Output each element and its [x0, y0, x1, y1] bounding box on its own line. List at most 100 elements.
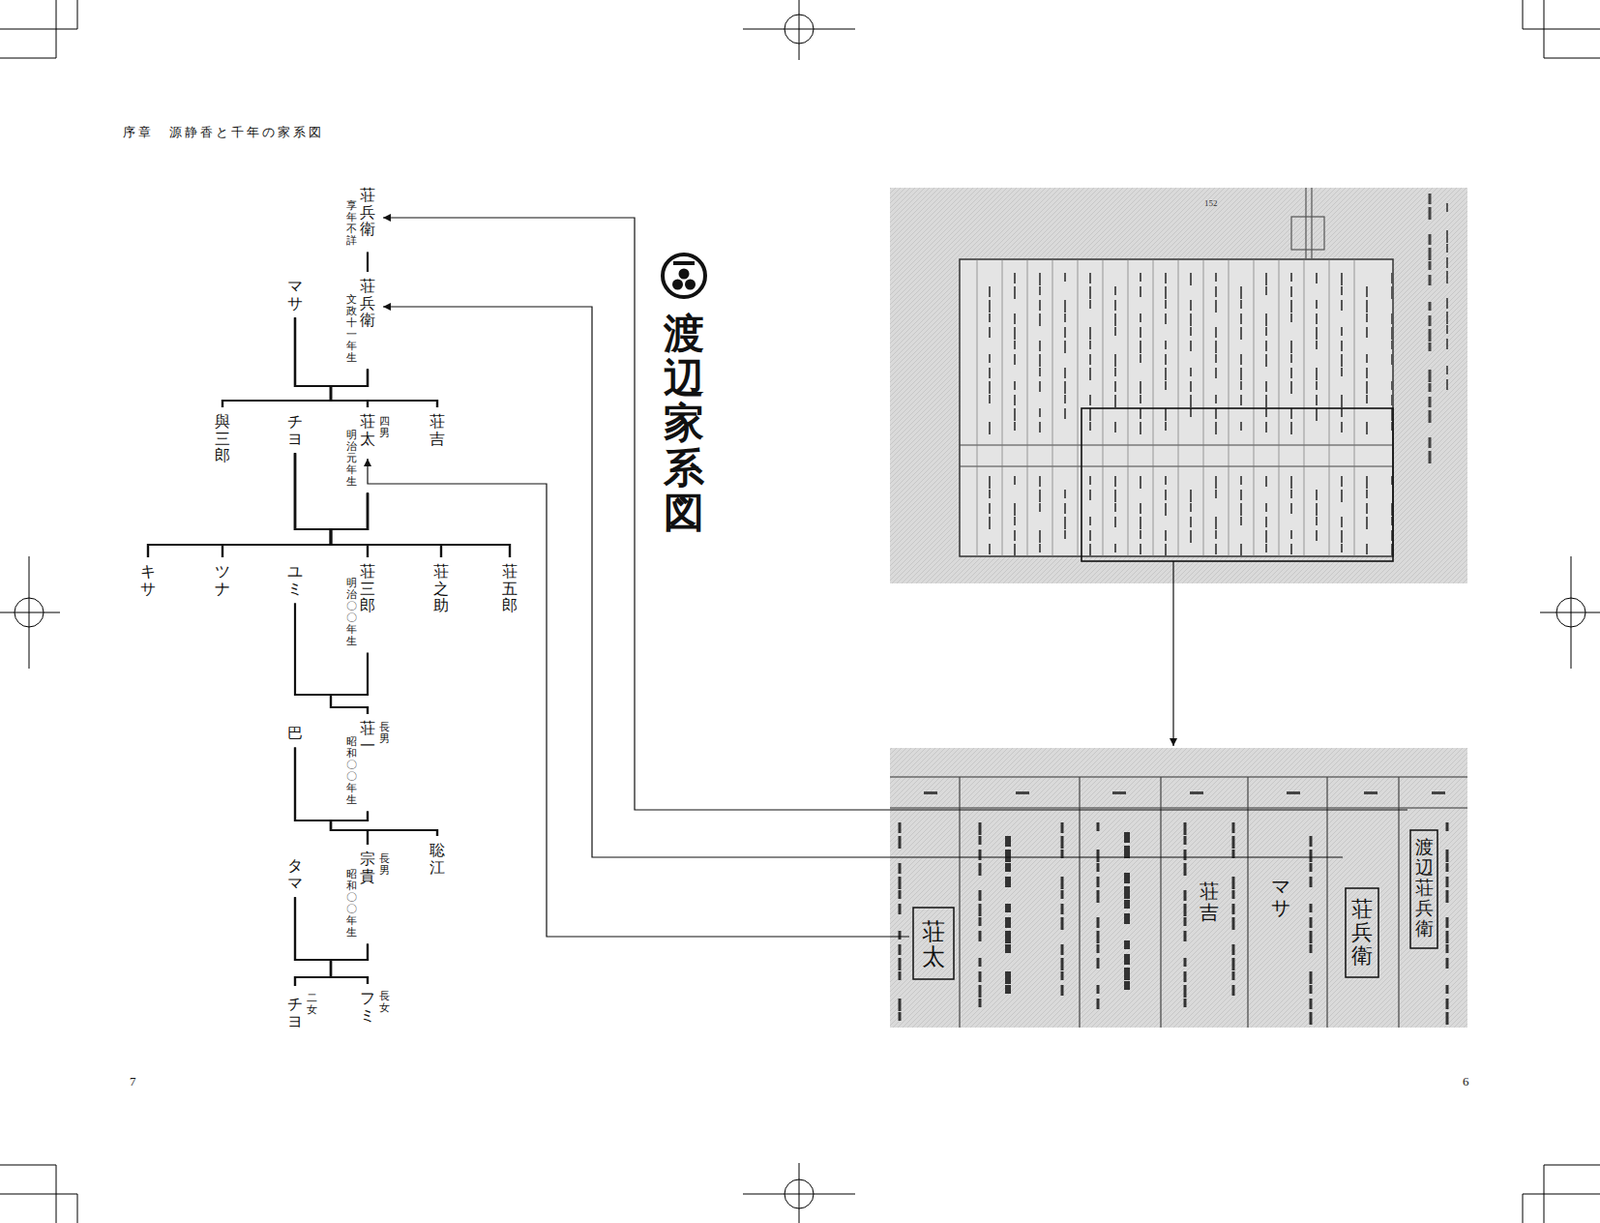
- handwriting-stroke: [1214, 475, 1217, 489]
- handwriting-stroke: [1214, 299, 1217, 313]
- crop-mark: [1522, 0, 1600, 59]
- member-note: 昭和〇〇年生: [346, 867, 357, 939]
- name-box: [1410, 829, 1438, 949]
- handwriting-stroke: [898, 903, 902, 915]
- zoom-frame: [1081, 408, 1393, 562]
- handwriting-stroke: [1240, 421, 1243, 431]
- handwriting-stroke: [1428, 274, 1432, 286]
- handwriting-stroke: [1164, 299, 1167, 309]
- handwriting-stroke: [1112, 791, 1126, 795]
- handwriting-stroke: [978, 822, 982, 835]
- lineage-line: [330, 652, 368, 714]
- diagram-title: 渡辺家系図: [663, 311, 705, 535]
- handwriting-stroke: [1340, 367, 1343, 377]
- handwriting-stroke: [1232, 822, 1236, 833]
- lineage-line: [295, 602, 368, 714]
- family-member: チヨ二女: [287, 991, 318, 1030]
- page-number: 6: [1462, 1073, 1470, 1090]
- handwriting-stroke: [1446, 930, 1450, 944]
- handwriting-stroke: [1363, 791, 1378, 795]
- handwriting-stroke: [1428, 383, 1432, 392]
- handwriting-stroke: [1038, 354, 1041, 367]
- handwriting-stroke: [1061, 876, 1065, 889]
- handwriting-stroke: [1096, 984, 1100, 994]
- handwriting-stroke: [1189, 791, 1204, 795]
- register-column: [977, 259, 978, 557]
- handwriting-stroke: [1139, 516, 1142, 530]
- lineage-line: [295, 944, 368, 986]
- handwriting-stroke: [1038, 530, 1041, 543]
- handwriting-stroke: [1240, 475, 1243, 485]
- handwriting-stroke: [1061, 971, 1065, 980]
- register-column: [1027, 259, 1029, 557]
- handwriting-stroke: [1064, 299, 1067, 313]
- register-page-number: 152: [1204, 198, 1218, 208]
- handwriting-stroke: [1139, 286, 1142, 297]
- member-name: 荘兵衛: [359, 186, 376, 238]
- handwriting-stroke: [1290, 313, 1293, 323]
- handwriting-stroke: [1290, 543, 1293, 555]
- handwriting-stroke: [988, 503, 991, 514]
- handwriting-stroke: [1114, 326, 1117, 336]
- handwriting-stroke: [1061, 944, 1065, 955]
- handwriting-stroke: [1309, 849, 1313, 862]
- handwriting-stroke: [1446, 365, 1449, 375]
- handwriting-stroke: [1340, 421, 1343, 433]
- handwriting-stroke: [1189, 408, 1192, 417]
- handwriting-stroke: [1214, 516, 1217, 530]
- member-name: チヨ: [287, 995, 303, 1030]
- handwriting-stroke: [1189, 299, 1192, 311]
- handwriting-stroke: [1365, 489, 1368, 499]
- registration-mark: [1540, 556, 1600, 669]
- handwriting-stroke: [1214, 489, 1217, 499]
- handwriting-stroke: [1005, 876, 1011, 888]
- handwriting-stroke: [1340, 475, 1343, 487]
- crop-mark: [0, 0, 78, 59]
- handwriting-stroke: [1124, 872, 1130, 884]
- handwriting-stroke: [978, 835, 982, 845]
- family-member: 荘之助: [433, 562, 449, 615]
- handwriting-stroke: [1139, 354, 1142, 363]
- handwriting-stroke: [1013, 286, 1016, 299]
- handwriting-stroke: [1013, 503, 1016, 516]
- lineage-line: [330, 811, 368, 845]
- handwriting-stroke: [988, 381, 991, 394]
- handwriting-stroke: [1013, 394, 1016, 406]
- handwriting-stroke: [1124, 967, 1130, 980]
- handwriting-stroke: [1391, 313, 1393, 325]
- handwriting-stroke: [1365, 313, 1368, 323]
- handwriting-stroke: [1446, 311, 1449, 325]
- handwriting-stroke: [1189, 516, 1192, 528]
- handwriting-stroke: [1038, 475, 1041, 487]
- handwriting-stroke: [1089, 530, 1092, 541]
- handwriting-stroke: [1184, 998, 1187, 1008]
- lineage-line: [148, 452, 331, 558]
- handwriting-stroke: [1038, 367, 1041, 377]
- handwriting-stroke: [1446, 270, 1449, 284]
- handwriting-stroke: [1096, 917, 1100, 928]
- name-box: [1345, 888, 1379, 978]
- member-name: 荘五郎: [502, 562, 518, 615]
- handwriting-stroke: [1265, 475, 1268, 487]
- handwriting-stroke: [1309, 917, 1313, 928]
- handwriting-stroke: [1265, 326, 1268, 336]
- lineage-line: [295, 452, 510, 558]
- register-rule: [959, 444, 1393, 467]
- handwriting-stroke: [1184, 917, 1187, 926]
- handwriting-stroke: [1124, 831, 1130, 843]
- handwriting-stroke: [1013, 543, 1016, 557]
- handwriting-stroke: [1214, 272, 1217, 282]
- handwriting-stroke: [988, 421, 991, 435]
- member-note: 明治元年生: [346, 428, 357, 487]
- handwriting-stroke: [1139, 543, 1142, 555]
- member-name: 荘一: [359, 719, 376, 754]
- handwriting-stroke: [898, 876, 902, 889]
- handwriting-stroke: [1232, 876, 1236, 889]
- handwriting-stroke: [1096, 876, 1100, 888]
- lineage-line: [295, 747, 438, 836]
- family-member: 與三郎: [214, 413, 231, 465]
- handwriting-stroke: [1428, 234, 1432, 245]
- family-member: 巴: [287, 724, 303, 742]
- handwriting-stroke: [1114, 503, 1117, 512]
- member-name: キサ: [140, 562, 156, 597]
